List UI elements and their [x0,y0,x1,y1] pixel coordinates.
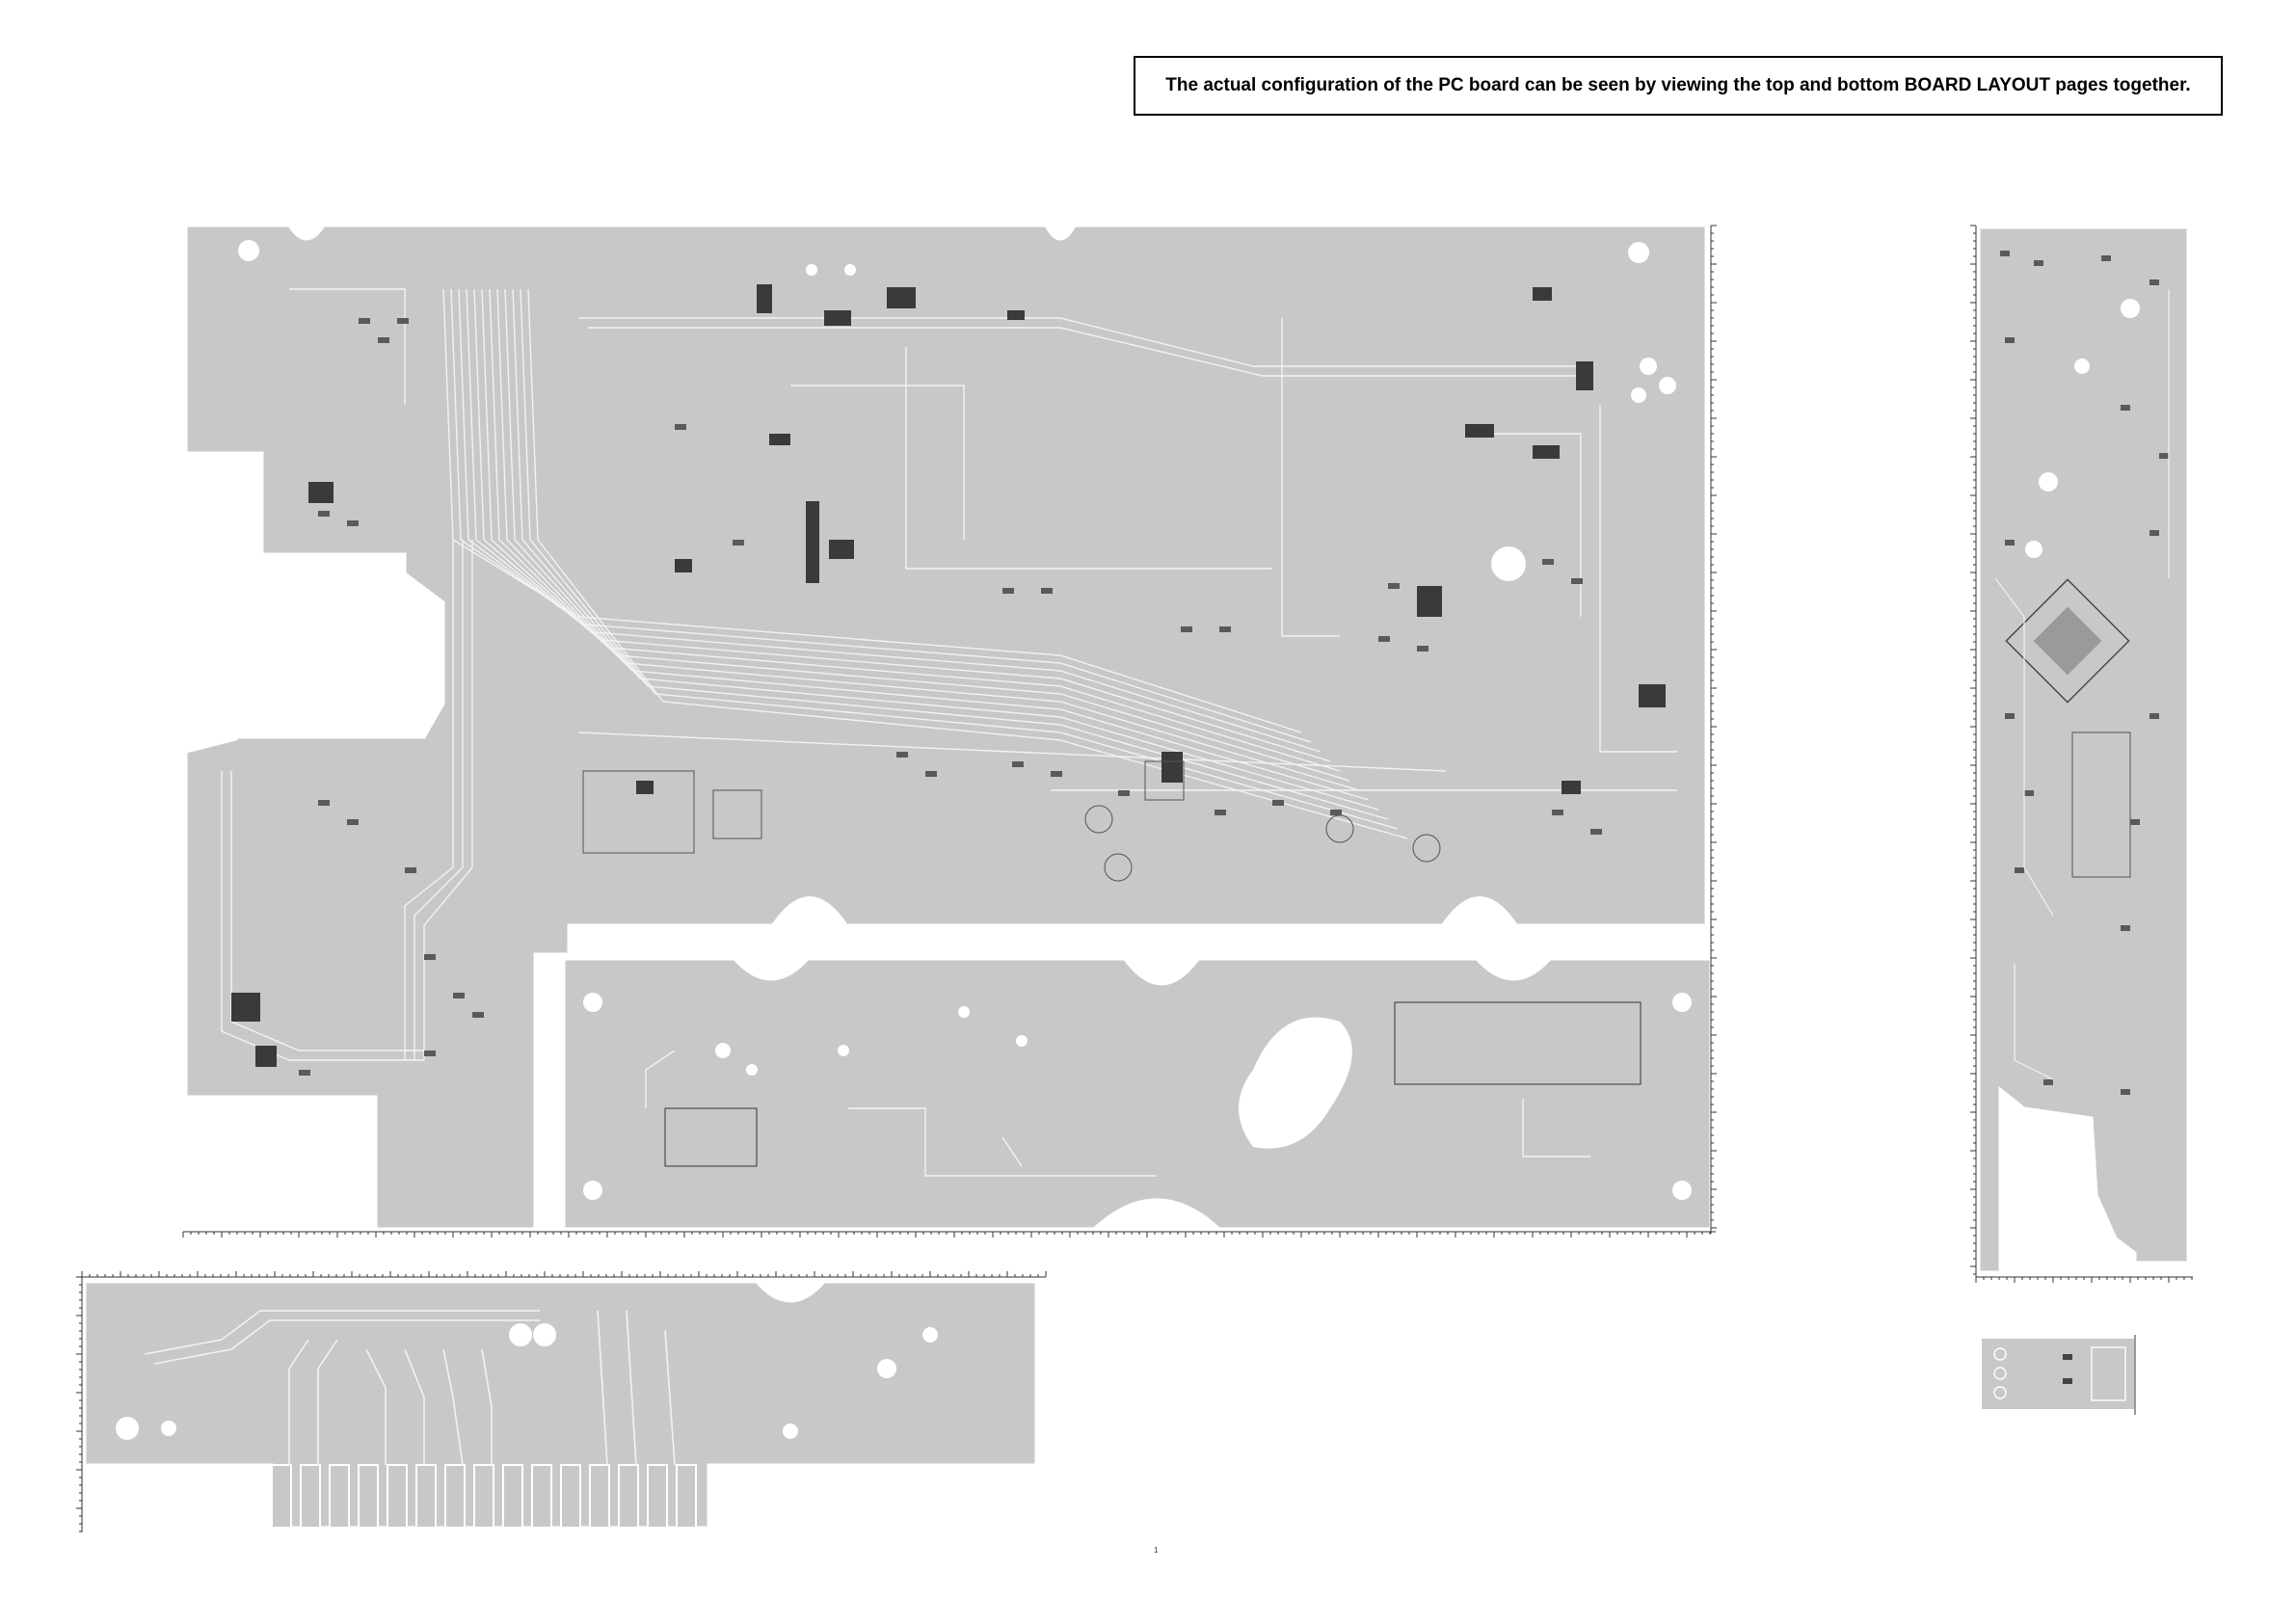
strip-board [1979,227,2188,1272]
lower-right-board [564,959,1711,1229]
connector-board [85,1282,1036,1528]
small-board [1981,1338,2135,1410]
edge-fingers [272,1465,696,1528]
page-mark: 1 [1154,1546,1158,1555]
